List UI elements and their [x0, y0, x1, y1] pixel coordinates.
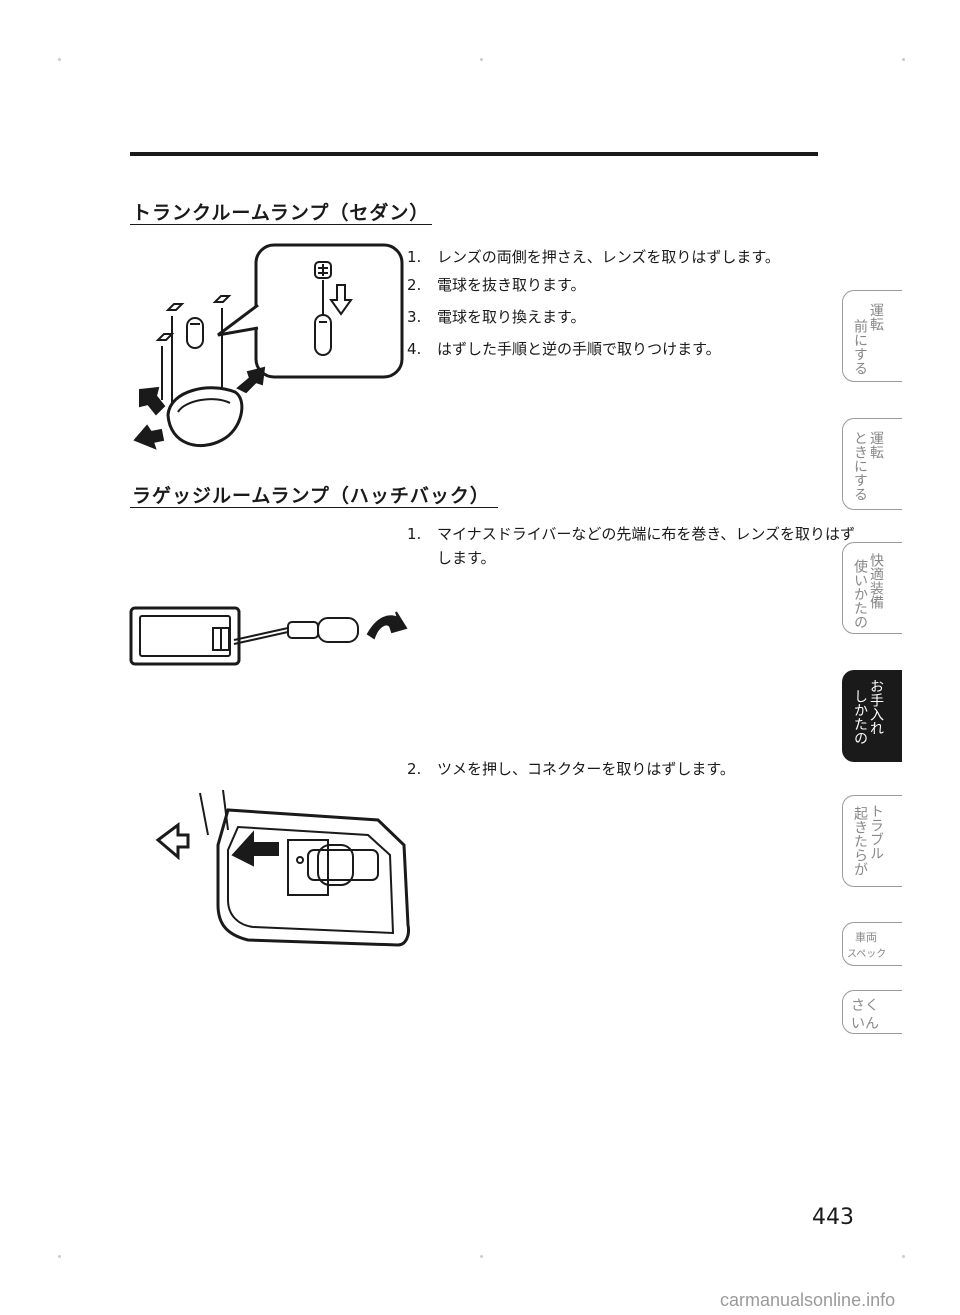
tab-label: しかたの	[852, 689, 868, 745]
tab-label: 運転	[868, 431, 884, 459]
tab-label: お手入れ	[868, 679, 884, 735]
page-number: 443	[812, 1205, 854, 1230]
step-number: 4.	[407, 340, 422, 358]
tab-label: 車両	[855, 931, 877, 944]
step-number: 3.	[407, 308, 422, 326]
crop-mark	[902, 58, 905, 61]
tab-vehicle-specs[interactable]: 車両 スペック	[842, 922, 902, 966]
tab-comfort-features[interactable]: 快適装備 使いかたの	[842, 542, 902, 634]
tab-label: 運転	[868, 303, 884, 331]
tab-troubleshooting[interactable]: トラブル 起きたらが	[842, 795, 902, 887]
tab-while-driving[interactable]: 運転 ときにする	[842, 418, 902, 510]
crop-mark	[58, 1255, 61, 1258]
tab-maintenance[interactable]: お手入れ しかたの	[842, 670, 902, 762]
step-number: 2.	[407, 276, 422, 294]
step-text: 電球を抜き取ります。	[437, 276, 586, 294]
tab-label: トラブル	[868, 804, 884, 860]
heading-underline	[130, 507, 498, 508]
crop-mark	[902, 1255, 905, 1258]
tab-label: いん	[851, 1016, 879, 1032]
crop-mark	[480, 58, 483, 61]
tab-label: 快適装備	[868, 553, 884, 609]
tab-label: スペック	[847, 949, 887, 960]
section-heading-trunk-lamp: トランクルームランプ（セダン）	[132, 202, 430, 224]
step-1: 1. レンズの両側を押さえ、レンズを取りはずします。	[407, 246, 780, 268]
tab-before-driving[interactable]: 運転 前にする	[842, 290, 902, 382]
step-1-luggage: 1. マイナスドライバーなどの先端に布を巻き、レンズを取りはずします。	[407, 522, 857, 570]
step-number: 1.	[407, 248, 422, 266]
heading-underline	[130, 224, 432, 225]
section-heading-luggage-lamp: ラゲッジルームランプ（ハッチバック）	[132, 485, 490, 507]
step-2: 2. 電球を抜き取ります。	[407, 274, 586, 296]
step-text: ツメを押し、コネクターを取りはずします。	[437, 760, 735, 778]
tab-label: さく	[851, 998, 879, 1014]
step-text: 電球を取り換えます。	[437, 308, 586, 326]
tab-label: ときにする	[852, 431, 868, 501]
crop-mark	[480, 1255, 483, 1258]
crop-mark	[58, 58, 61, 61]
step-number: 1.	[407, 525, 422, 543]
step-4: 4. はずした手順と逆の手順で取りつけます。	[407, 338, 721, 360]
trunk-lamp-illustration	[133, 243, 404, 450]
step-text: マイナスドライバーなどの先端に布を巻き、レンズを取りはずします。	[437, 525, 856, 567]
step-3: 3. 電球を取り換えます。	[407, 306, 586, 328]
top-rule	[130, 152, 818, 156]
tab-label: 前にする	[852, 319, 868, 375]
step-number: 2.	[407, 760, 422, 778]
lens-removal-illustration	[129, 606, 408, 666]
tab-label: 起きたらが	[852, 806, 868, 876]
footer-watermark: carmanualsonline.info	[720, 1290, 896, 1310]
step-text: レンズの両側を押さえ、レンズを取りはずします。	[437, 248, 780, 266]
tab-label: 使いかたの	[852, 559, 868, 629]
step-text: はずした手順と逆の手順で取りつけます。	[437, 340, 721, 358]
step-2-luggage: 2. ツメを押し、コネクターを取りはずします。	[407, 758, 735, 780]
connector-removal-illustration	[155, 789, 410, 947]
tab-index[interactable]: さく いん	[842, 990, 902, 1034]
